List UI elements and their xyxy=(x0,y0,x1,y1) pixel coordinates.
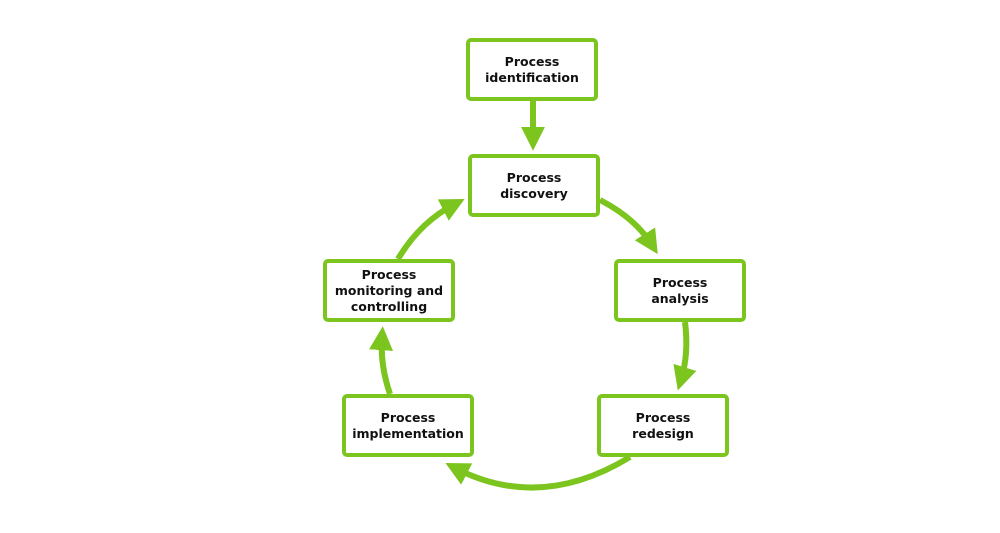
node-process-analysis: Process analysis xyxy=(614,259,746,322)
node-process-discovery: Process discovery xyxy=(468,154,600,217)
node-process-implementation: Process implementation xyxy=(342,394,474,457)
arrow-redesign-to-implementation xyxy=(445,454,632,491)
node-process-identification: Process identification xyxy=(466,38,598,101)
arrow-implementation-to-monitoring xyxy=(369,326,394,395)
node-process-monitoring-and-controlling: Process monitoring and controlling xyxy=(323,259,455,322)
node-label: Process monitoring and controlling xyxy=(334,266,444,314)
node-label: Process discovery xyxy=(500,169,568,201)
arrow-analysis-to-redesign xyxy=(673,321,697,391)
node-label: Process implementation xyxy=(352,409,464,441)
arrow-discovery-to-analysis xyxy=(598,197,658,255)
node-process-redesign: Process redesign xyxy=(597,394,729,457)
node-label: Process redesign xyxy=(632,409,694,441)
node-label: Process analysis xyxy=(651,274,709,306)
arrow-monitoring-to-discovery xyxy=(395,199,465,261)
node-label: Process identification xyxy=(485,53,579,85)
